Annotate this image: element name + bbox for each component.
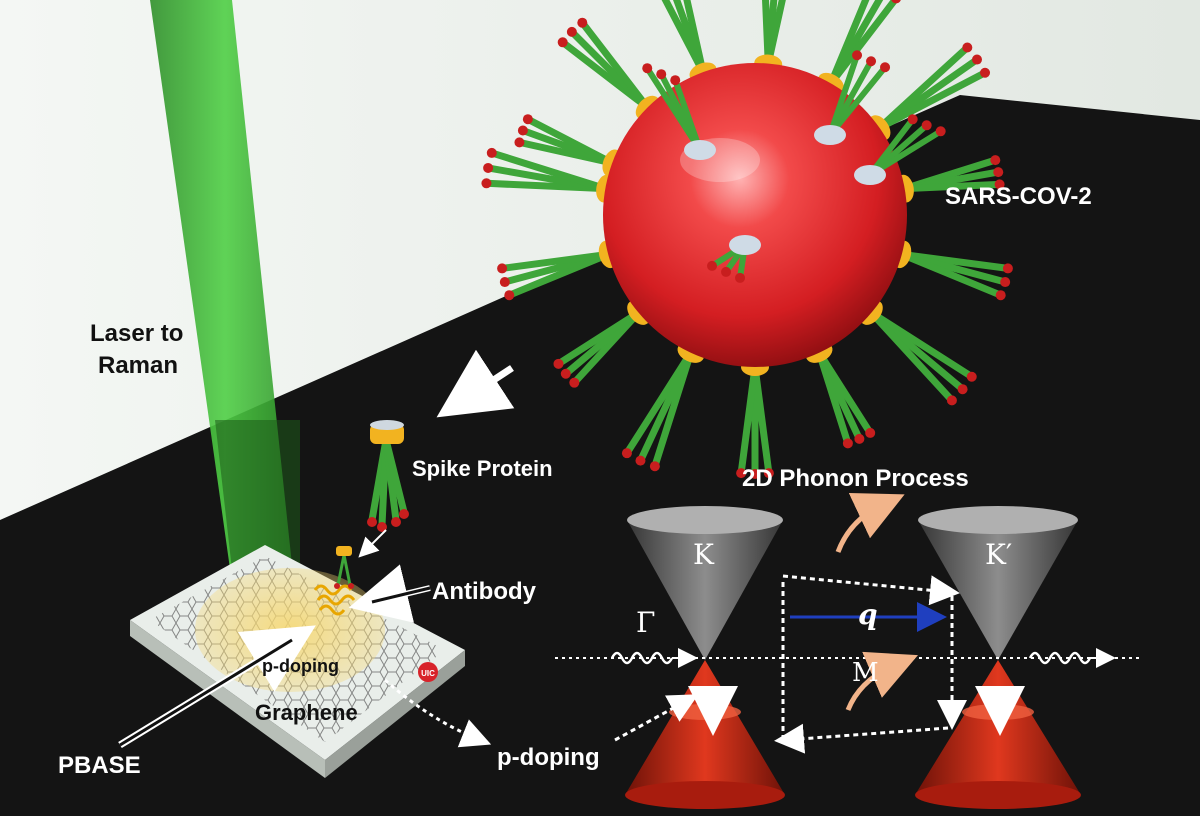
wave-icon [610,651,674,665]
virus-body [603,63,907,367]
cone-kp-lower-base [915,781,1081,809]
scatter-path-bottom [774,723,949,754]
phonon-arrow-top [835,492,905,553]
label-laser-line2: Raman [98,352,179,379]
cone-k-fermi [669,704,741,720]
label-gamma: Γ [636,606,656,639]
label-spike-protein: Spike Protein [412,456,553,481]
virus-spike [642,63,716,160]
wave-icon [1028,651,1092,665]
p-doping-arrow [384,678,492,748]
label-p-doping-chip: p-doping [262,656,339,676]
cone-kp-upper-top [918,506,1078,534]
virus-spike [805,342,876,449]
pointer-arrow-icon [358,529,387,558]
virus-spike [892,240,1013,301]
label-virus: SARS-COV-2 [945,183,1092,210]
virus-spike [707,235,761,283]
virus-spike [814,50,891,145]
label-antibody: Antibody [432,578,536,605]
label-2d-phonon-process: 2D Phonon Process [742,465,969,492]
virus-spike [895,155,1005,203]
cone-k-upper [627,520,783,660]
cone-kp-upper [918,520,1078,660]
uic-badge-text: UIC [421,669,435,678]
virus-front-spikes [642,50,946,283]
pointer-arrow-icon [436,349,515,418]
pbase-arrow-core [119,638,293,747]
chip-side-left [130,620,325,778]
phonon-arrow-bottom [845,651,918,711]
label-pbase: PBASE [58,752,141,779]
label-k-prime: K′ [985,538,1013,571]
cone-k-upper-top [627,506,783,534]
label-k: K [693,538,714,571]
back-wall [0,0,1200,520]
uic-badge [418,662,438,682]
virus-spike [557,17,660,120]
antibody-arrow-core [371,586,431,604]
label-laser-line1: Laser to [90,320,184,347]
free-spike-protein [367,420,409,532]
chip-side-right [325,650,465,778]
label-m: M [852,658,879,688]
label-p-doping: p-doping [497,744,600,771]
virus-spike [854,114,946,185]
scatter-path-top [782,574,960,606]
scatter-path-in [614,694,699,742]
cone-k-lower-base [625,781,785,809]
label-q: q [858,598,878,631]
label-graphene: Graphene [255,700,358,725]
